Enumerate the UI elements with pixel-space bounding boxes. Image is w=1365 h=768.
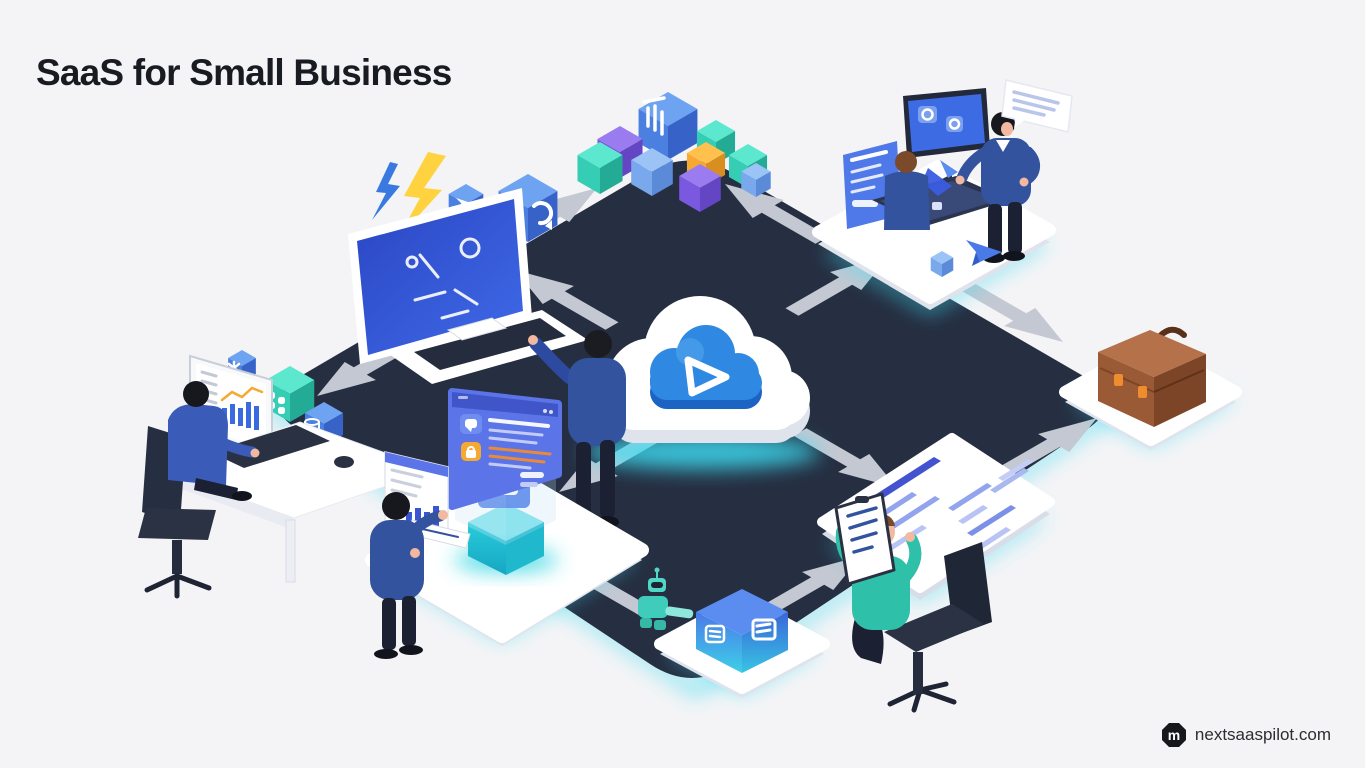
screen-trend-line xyxy=(220,386,264,402)
scene-analytics-desk xyxy=(138,350,434,599)
panel-header xyxy=(385,452,448,477)
briefcase-clasp xyxy=(1114,374,1123,386)
panel-titlebar xyxy=(452,392,558,417)
scene-ai-assistant xyxy=(638,567,830,698)
keyboard xyxy=(210,425,330,468)
person-presenter xyxy=(370,492,448,659)
person-seated-desk xyxy=(168,381,260,501)
data-cube xyxy=(696,589,788,673)
scene-collaboration xyxy=(812,79,1073,314)
document-list-icon xyxy=(751,618,777,641)
lightning-bolt-icon xyxy=(398,152,446,238)
holo-shape xyxy=(940,160,958,178)
lock-icon xyxy=(466,446,476,458)
big-screen xyxy=(357,199,523,355)
keyboard xyxy=(414,318,566,370)
clipboard xyxy=(834,492,896,586)
screen-sketch-icons xyxy=(405,237,481,320)
office-chair xyxy=(884,542,992,713)
lightning-bolt-icon xyxy=(372,162,400,220)
gear-icon xyxy=(946,116,963,132)
plane-icon xyxy=(966,240,1002,266)
scene-automation xyxy=(348,152,626,532)
scene-business xyxy=(1059,326,1242,450)
central-cloud xyxy=(584,296,820,469)
person-standing xyxy=(955,112,1040,263)
watermark: m nextsaaspilot.com xyxy=(1161,722,1331,748)
sync-icon xyxy=(532,201,554,230)
document-list-icon xyxy=(704,624,726,644)
side-panel-button xyxy=(852,200,878,207)
robot-assistant xyxy=(638,567,694,630)
cloud-play-icon xyxy=(650,325,762,409)
recycle-icon xyxy=(918,106,937,123)
briefcase-handle xyxy=(1157,326,1187,339)
watermark-badge-icon: m xyxy=(1161,723,1186,747)
paper-sheet xyxy=(446,317,508,341)
person-automation xyxy=(528,330,626,532)
briefcase xyxy=(1098,326,1206,427)
mouse xyxy=(334,456,354,468)
scene-report xyxy=(817,433,1055,713)
person-seated xyxy=(884,151,930,230)
dashboard-panel xyxy=(448,388,562,510)
panel-text-lines xyxy=(488,418,552,470)
side-panel-lines xyxy=(850,150,888,194)
chat-bubble-icon xyxy=(1001,79,1073,133)
watermark-badge-letter: m xyxy=(1168,727,1180,743)
modules-cube-stack xyxy=(577,92,771,212)
scene-dashboard xyxy=(365,388,649,659)
panel-lines xyxy=(390,468,424,498)
page-title: SaaS for Small Business xyxy=(36,52,452,93)
cloud-glow xyxy=(584,435,820,469)
briefcase-clasp xyxy=(1138,386,1147,398)
chart-cube-icon xyxy=(642,96,666,136)
holo-shape xyxy=(922,168,952,196)
chat-bubble-icon xyxy=(465,419,477,432)
watermark-text: nextsaaspilot.com xyxy=(1194,725,1331,744)
